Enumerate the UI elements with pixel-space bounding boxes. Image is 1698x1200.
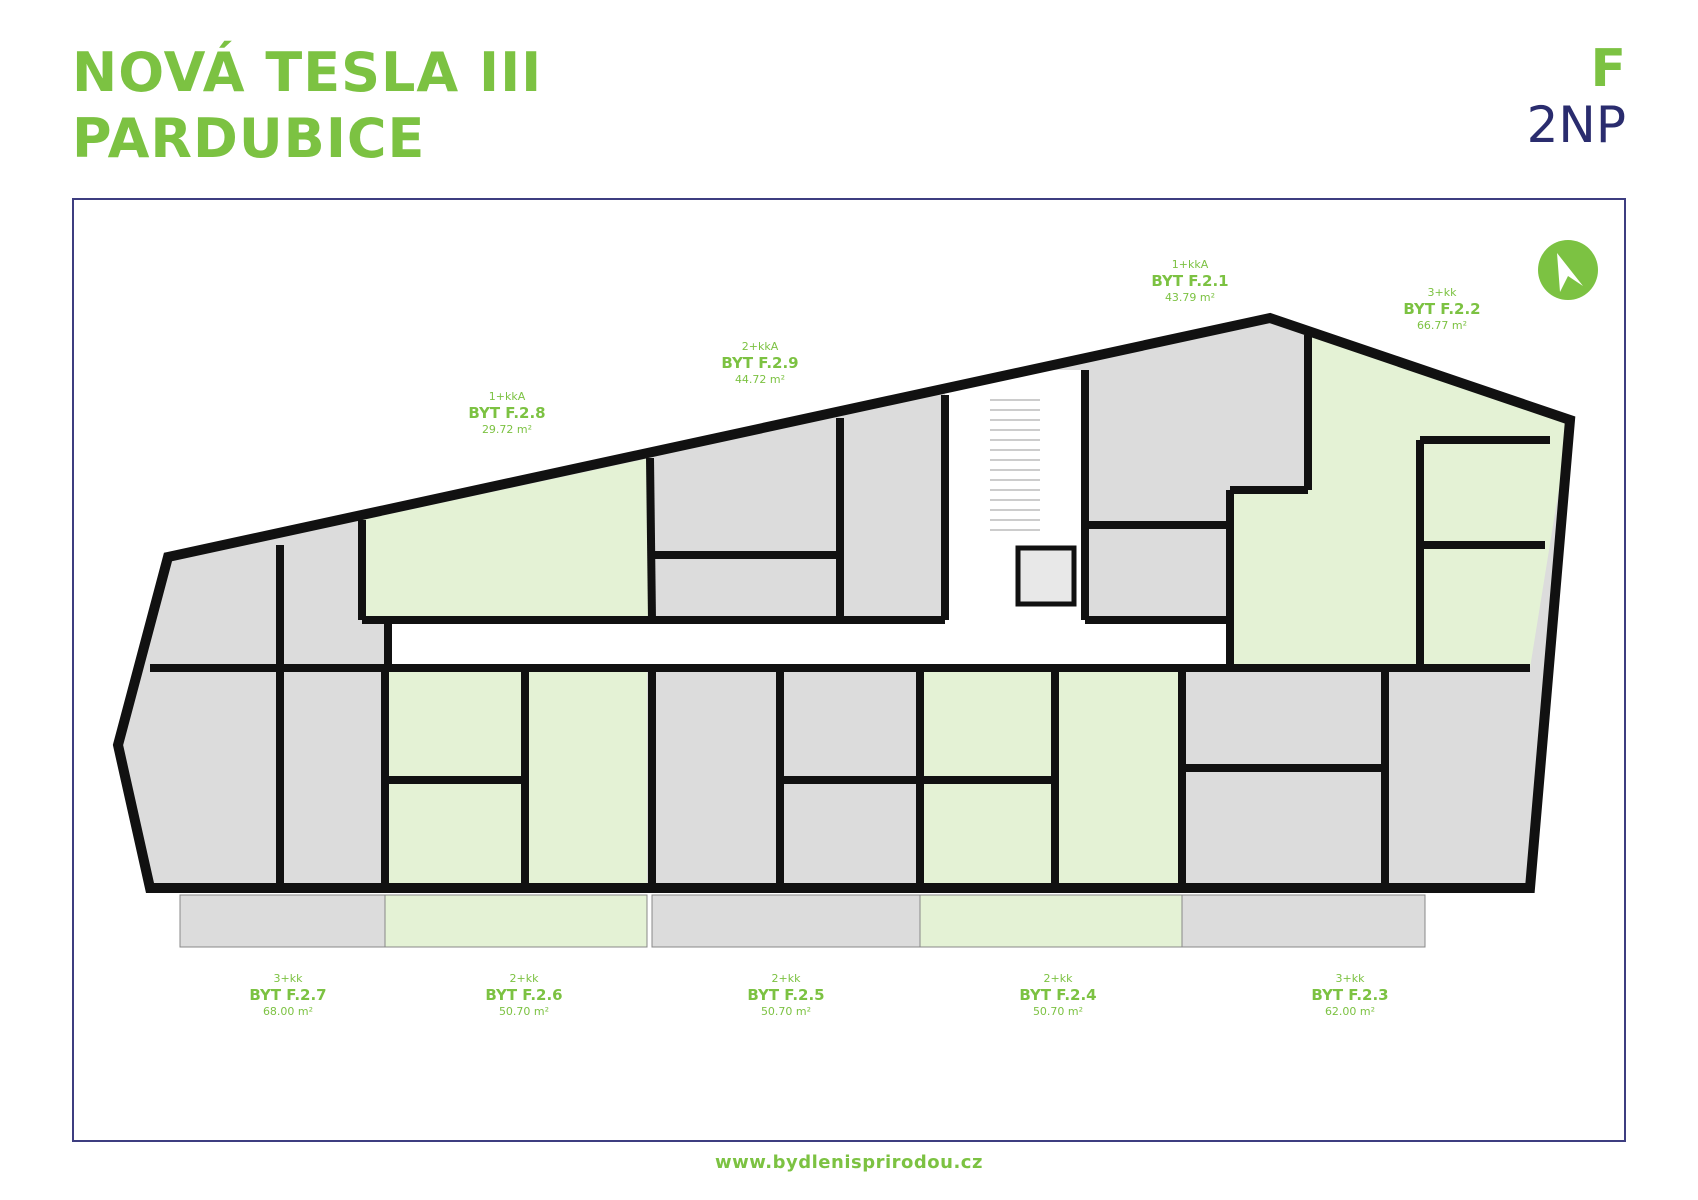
unit-label-F.2.6: 2+kk BYT F.2.6 50.70 m²	[485, 972, 563, 1018]
north-arrow-icon	[1538, 240, 1598, 300]
building-floor-label: F 2NP	[1527, 42, 1626, 154]
unit-label-F.2.5: 2+kk BYT F.2.5 50.70 m²	[747, 972, 825, 1018]
project-title-line1: NOVÁ TESLA III	[72, 41, 543, 104]
corridor	[388, 620, 1230, 668]
unit-label-F.2.8: 1+kkA BYT F.2.8 29.72 m²	[468, 390, 546, 436]
unit-label-F.2.7: 3+kk BYT F.2.7 68.00 m²	[249, 972, 327, 1018]
project-title-line2: PARDUBICE	[72, 107, 426, 170]
plan-frame	[72, 198, 1626, 1142]
balcony-F.2.6	[384, 894, 648, 948]
unit-label-F.2.3: 3+kk BYT F.2.3 62.00 m²	[1311, 972, 1389, 1018]
unit-label-F.2.2: 3+kk BYT F.2.2 66.77 m²	[1403, 286, 1481, 332]
stair-steps	[990, 399, 1040, 531]
building-letter: F	[1590, 39, 1626, 99]
balcony-F.2.3	[1181, 894, 1426, 948]
website-link[interactable]: www.bydlenisprirodou.cz	[715, 1152, 983, 1173]
unit-area-F.2.2	[1230, 335, 1570, 668]
floor-label: 2NP	[1526, 96, 1626, 154]
elevator	[1015, 545, 1077, 607]
unit-label-F.2.4: 2+kk BYT F.2.4 50.70 m²	[1019, 972, 1097, 1018]
unit-label-F.2.1: 1+kkA BYT F.2.1 43.79 m²	[1151, 258, 1229, 304]
balcony-F.2.7	[179, 894, 386, 948]
project-title: NOVÁ TESLA III PARDUBICE	[72, 40, 542, 172]
balcony-F.2.5	[651, 894, 921, 948]
balcony-F.2.4	[919, 894, 1183, 948]
unit-area-F.2.8	[362, 458, 652, 620]
outer-wall	[112, 312, 1576, 893]
unit-label-F.2.9: 2+kkA BYT F.2.9 44.72 m²	[721, 340, 799, 386]
interior-walls	[150, 335, 1550, 888]
